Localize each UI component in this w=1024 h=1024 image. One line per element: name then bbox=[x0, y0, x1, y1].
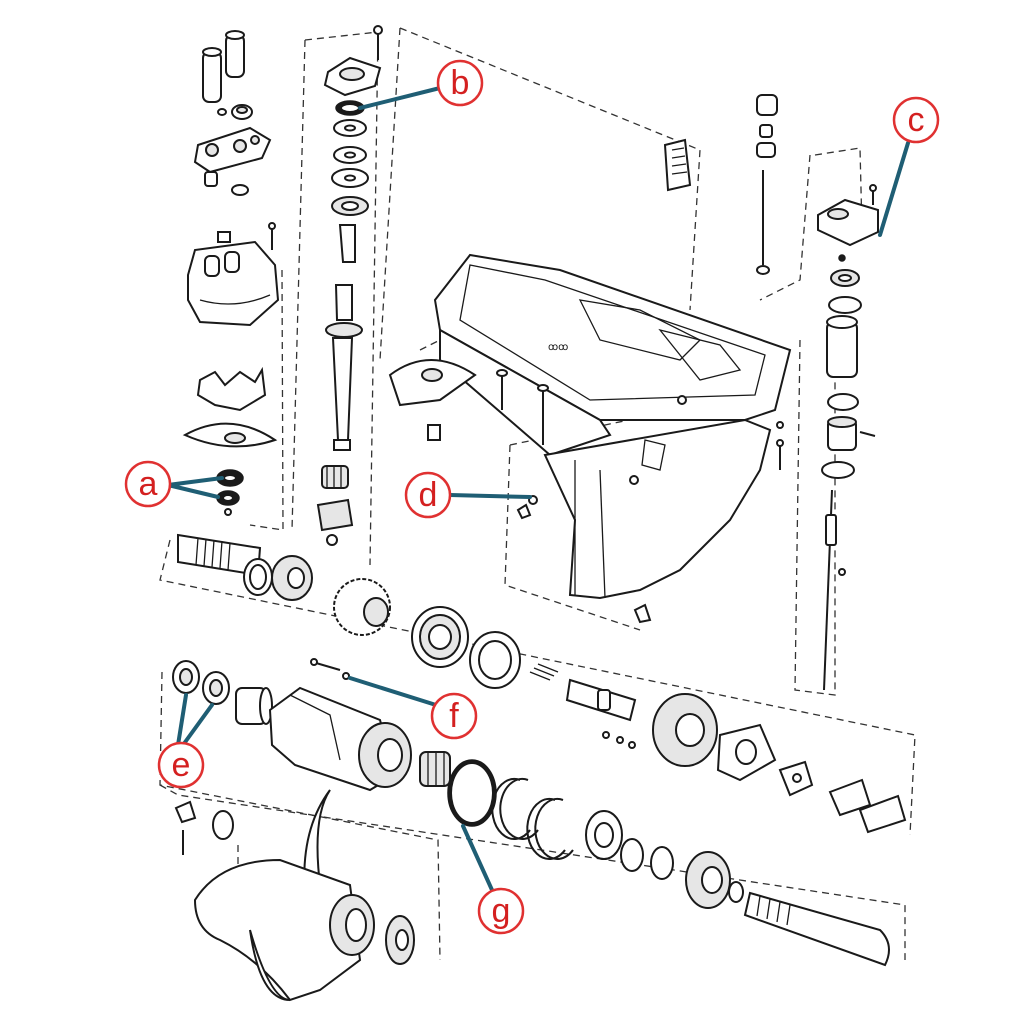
bearing-carrier-assembly bbox=[172, 658, 451, 792]
propeller bbox=[174, 789, 415, 1002]
assembly-guide-lines bbox=[159, 27, 916, 961]
callout-f: f bbox=[348, 676, 478, 740]
callouts: a b c d e f bbox=[124, 59, 940, 935]
callout-label-d: d bbox=[419, 476, 438, 514]
shift-rod-assembly bbox=[756, 94, 879, 691]
callout-label-a: a bbox=[139, 465, 158, 503]
callout-c: c bbox=[878, 96, 940, 237]
callout-label-c: c bbox=[908, 101, 925, 139]
propeller-shaft-assembly bbox=[447, 759, 890, 967]
callout-a: a bbox=[124, 460, 224, 508]
callout-e: e bbox=[157, 693, 214, 789]
water-pump-assembly bbox=[182, 30, 280, 516]
callout-label-f: f bbox=[449, 697, 459, 735]
callout-label-g: g bbox=[492, 892, 511, 930]
callout-g: g bbox=[461, 824, 525, 935]
gear-case-housing: ꝏꝏ bbox=[388, 138, 792, 624]
drive-shaft-assembly bbox=[316, 25, 383, 546]
callout-b: b bbox=[358, 59, 484, 110]
callout-d: d bbox=[404, 471, 532, 519]
svg-text:ꝏꝏ: ꝏꝏ bbox=[548, 342, 568, 353]
callout-label-b: b bbox=[451, 64, 470, 102]
callout-label-e: e bbox=[172, 746, 191, 784]
forward-gear-row bbox=[177, 533, 907, 834]
